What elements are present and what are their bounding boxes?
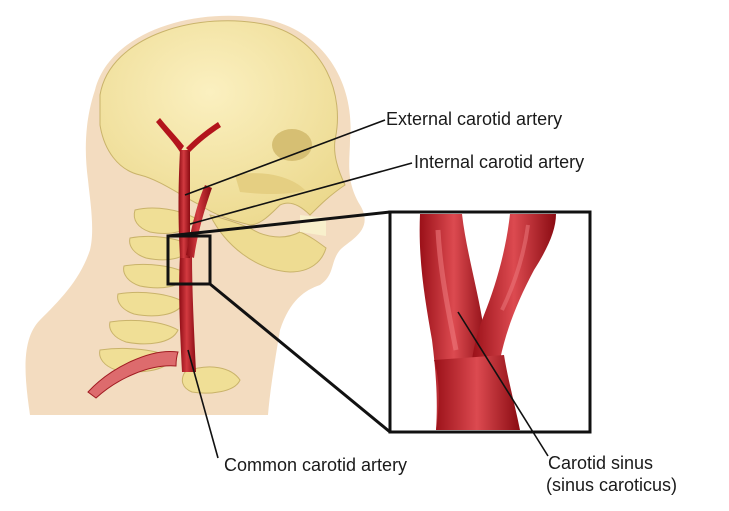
eye-socket xyxy=(272,129,312,161)
label-internal-carotid: Internal carotid artery xyxy=(414,151,584,173)
label-common-carotid: Common carotid artery xyxy=(224,454,407,476)
label-external-carotid: External carotid artery xyxy=(386,108,562,130)
internal-carotid-vessel xyxy=(179,150,191,258)
label-sinus-caroticus: (sinus caroticus) xyxy=(546,474,677,496)
label-carotid-sinus: Carotid sinus xyxy=(548,452,653,474)
